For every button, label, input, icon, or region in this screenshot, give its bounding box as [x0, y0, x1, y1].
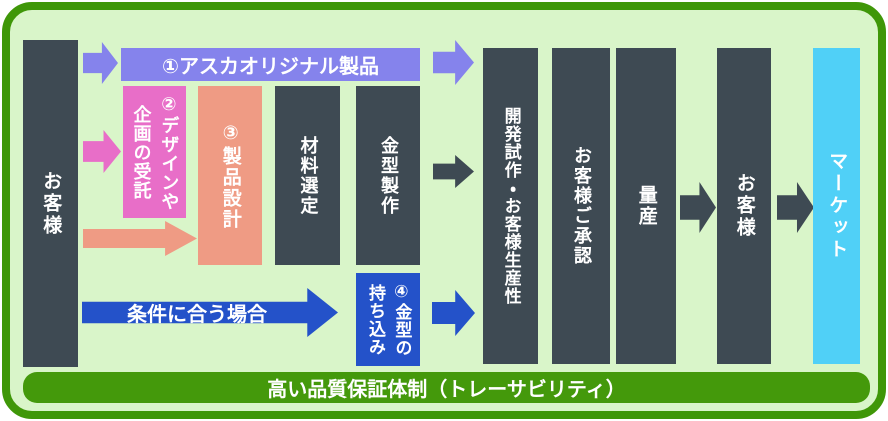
customer-approval-label: お客様ご承認 [571, 146, 592, 266]
dev-trial-bar: 開発試作・お客様生産性 [483, 48, 538, 364]
material-selection-label: 材料選定 [298, 135, 319, 216]
mass-production-label: 量産 [635, 185, 657, 227]
dev-trial-label: 開発試作・お客様生産性 [501, 107, 521, 305]
mold-bring-in-bar: ④金型の 持ち込み [356, 273, 420, 366]
customer-right-label: お客様 [733, 173, 755, 239]
condition-match-label: 条件に合う場合 [127, 304, 267, 326]
product-design-label: ③製品設計 [219, 121, 241, 230]
market-label: マーケット [826, 151, 848, 261]
market-bar: マーケット [813, 48, 860, 364]
customer-right-bar: お客様 [717, 48, 771, 364]
original-product-bar: ①アスカオリジナル製品 [121, 48, 420, 81]
mold-making-label: 金型製作 [378, 135, 399, 216]
design-consignment-label: ②デザインや 企画の受託 [131, 93, 180, 211]
mass-production-bar: 量産 [616, 48, 676, 364]
mold-making-bar: 金型製作 [356, 86, 420, 265]
customer-left-bar: お客様 [23, 40, 78, 367]
quality-assurance-bar: 高い品質保証体制（トレーサビリティ） [23, 372, 870, 403]
quality-assurance-label: 高い品質保証体制（トレーサビリティ） [267, 379, 626, 401]
product-design-bar: ③製品設計 [198, 86, 262, 265]
customer-approval-bar: お客様ご承認 [552, 48, 610, 364]
mold-bring-in-label: ④金型の 持ち込み [366, 282, 412, 357]
design-consignment-bar: ②デザインや 企画の受託 [123, 86, 186, 218]
original-product-label: ①アスカオリジナル製品 [162, 56, 379, 78]
customer-left-label: お客様 [40, 170, 62, 237]
material-selection-bar: 材料選定 [275, 86, 340, 265]
